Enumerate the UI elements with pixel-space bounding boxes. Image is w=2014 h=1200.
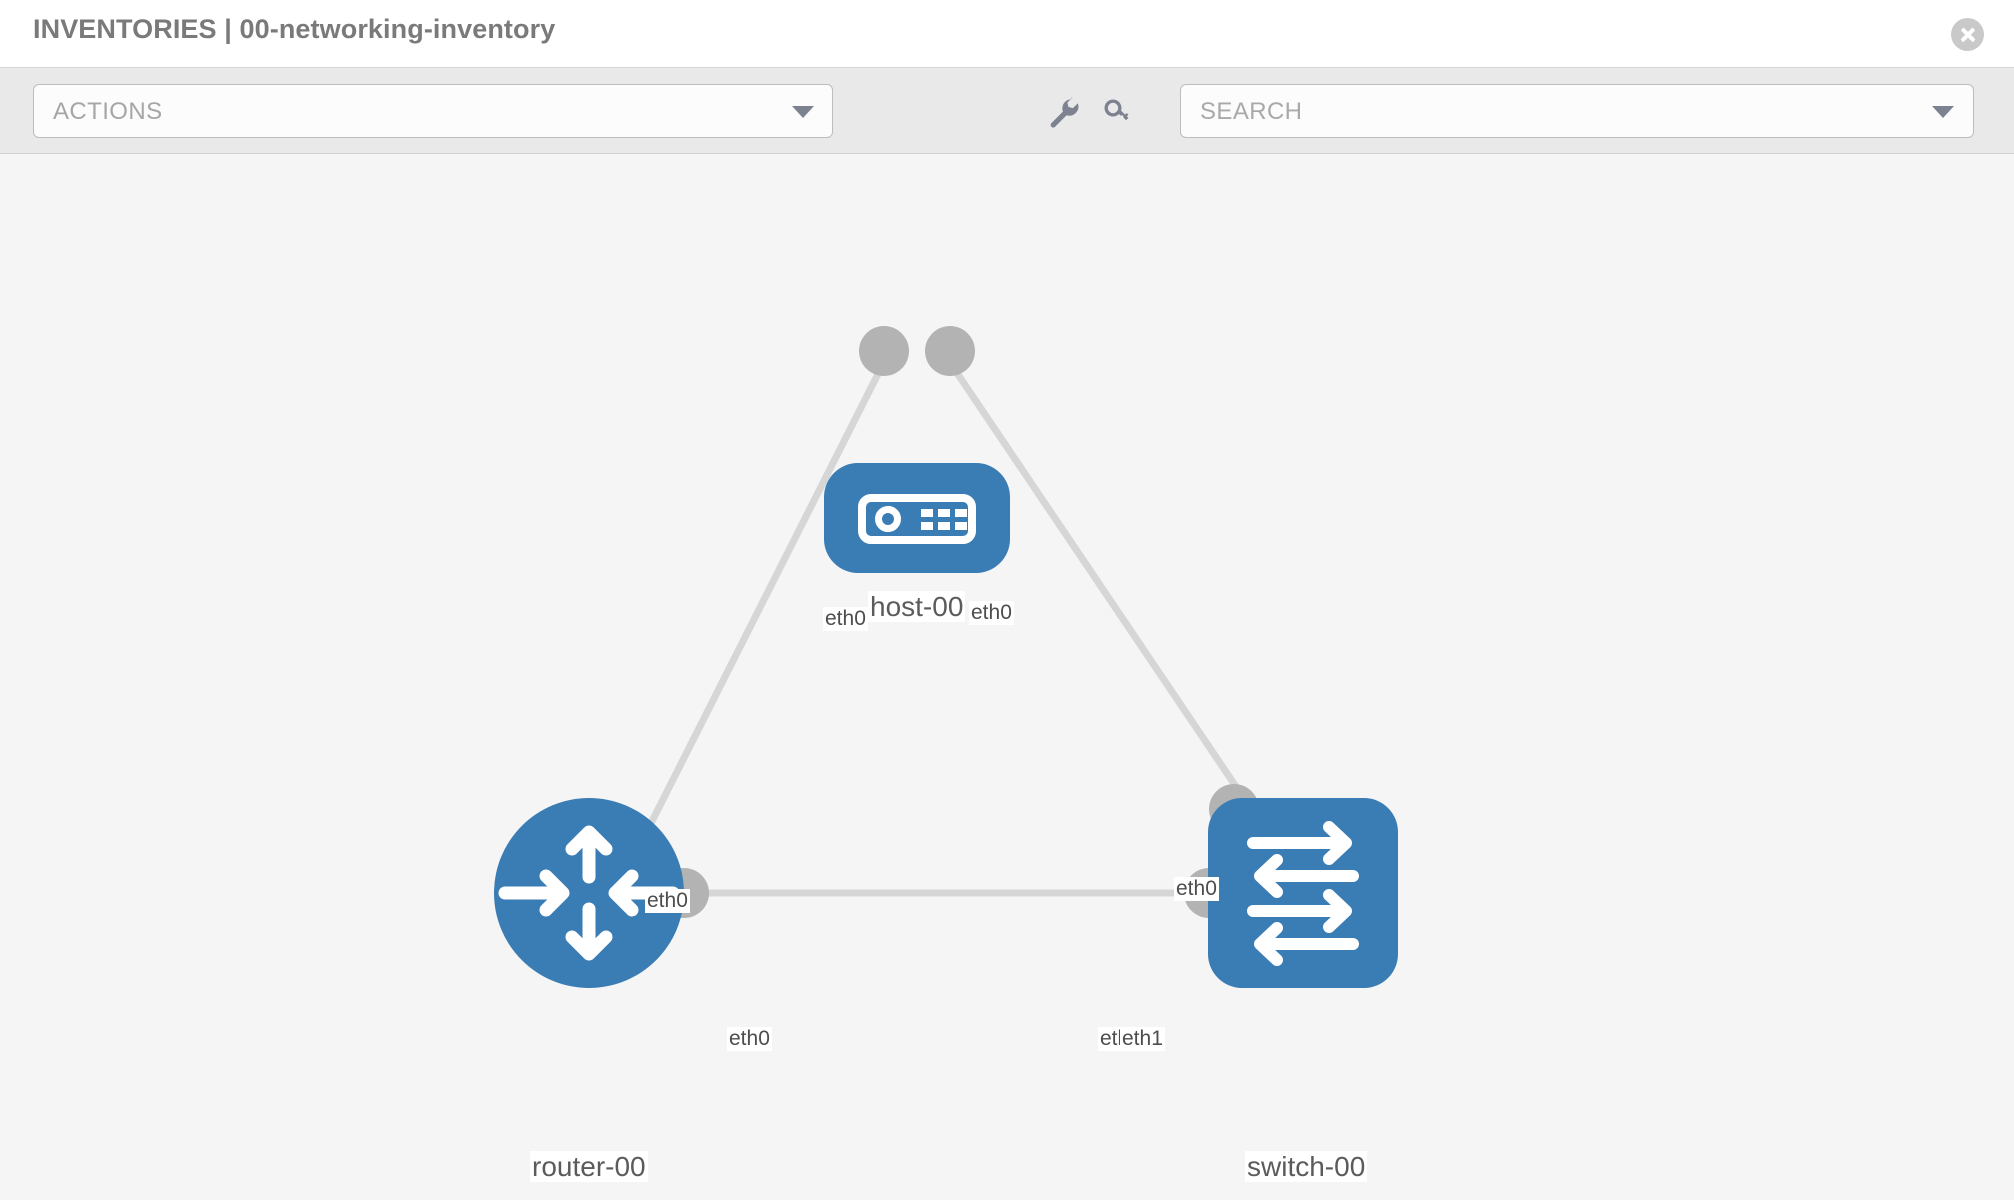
- topology-graph: [494, 326, 1398, 988]
- connector-host-left: [859, 326, 909, 376]
- node-switch-00: [1208, 798, 1398, 988]
- switch-arrows-icon: [1247, 821, 1359, 966]
- search-input-placeholder: SEARCH: [1200, 98, 1303, 125]
- node-label-switch-00: switch-00: [1245, 1151, 1368, 1183]
- connector-host-right: [925, 326, 975, 376]
- chevron-down-icon: [792, 106, 814, 118]
- node-label-router-00: router-00: [530, 1151, 648, 1183]
- interface-label-host-right: eth0: [969, 601, 1014, 625]
- close-icon[interactable]: [1951, 18, 1984, 51]
- interface-label-host-left: eth0: [823, 607, 868, 631]
- topology-canvas[interactable]: eth0 eth0 host-00 eth0 eth0 eth0 eth eth…: [0, 155, 2014, 1200]
- interface-label-switch-left: eth1: [1120, 1027, 1165, 1051]
- toolbar: ACTIONS SEARCH: [0, 68, 2014, 154]
- chevron-down-icon[interactable]: [1932, 106, 1954, 118]
- link-host-switch: [952, 368, 1248, 802]
- interface-label-switch-up: eth0: [1174, 877, 1219, 901]
- actions-dropdown-label: ACTIONS: [53, 98, 163, 125]
- node-label-host-00: host-00: [868, 591, 966, 623]
- page-title: INVENTORIES | 00-networking-inventory: [33, 14, 556, 44]
- topology-links: [636, 368, 1248, 897]
- wrench-icon[interactable]: [1046, 96, 1080, 128]
- node-host-00: [824, 463, 1010, 573]
- search-input[interactable]: SEARCH: [1180, 84, 1974, 138]
- server-device-icon: [858, 494, 976, 544]
- interface-label-router-up: eth0: [645, 889, 690, 913]
- interface-label-router-right: eth0: [727, 1027, 772, 1051]
- key-icon[interactable]: [1100, 96, 1134, 128]
- page-header: INVENTORIES | 00-networking-inventory: [0, 0, 2014, 68]
- link-host-router: [636, 368, 884, 847]
- actions-dropdown[interactable]: ACTIONS: [33, 84, 833, 138]
